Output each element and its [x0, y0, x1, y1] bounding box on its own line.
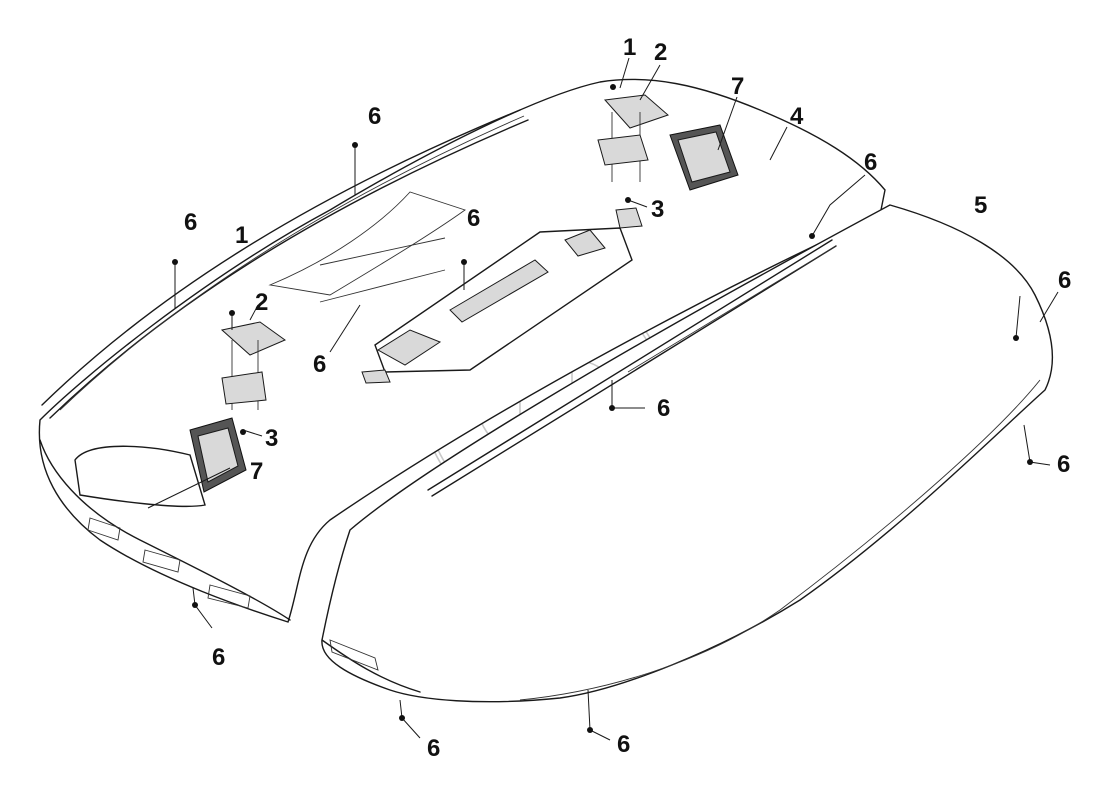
callout-2-left: 2	[255, 289, 268, 316]
callout-5: 5	[974, 192, 987, 219]
callout-6-mid-left: 6	[313, 351, 326, 378]
callout-1-left: 1	[235, 222, 248, 249]
callout-6-bottom-center: 6	[617, 731, 630, 758]
left-ceiling-panel	[38, 78, 886, 623]
callout-6-left: 6	[184, 209, 197, 236]
callout-6-topleft: 6	[368, 103, 381, 130]
callout-7-left: 7	[250, 458, 263, 485]
callout-3-right: 3	[651, 196, 664, 223]
leader-lines	[147, 57, 1059, 741]
callout-1-right: 1	[623, 34, 636, 61]
callout-3-left: 3	[265, 425, 278, 452]
callout-6-topright: 6	[864, 149, 877, 176]
callout-6-mid-top: 6	[467, 205, 480, 232]
callout-4: 4	[790, 103, 804, 130]
callout-6-bottom-mid: 6	[427, 735, 440, 762]
callout-6-bottom-left: 6	[212, 644, 225, 671]
callout-6-center: 6	[657, 395, 670, 422]
callout-2-right: 2	[654, 39, 667, 66]
callout-6-bottomright: 6	[1057, 451, 1070, 478]
right-ceiling-panel	[321, 204, 1054, 703]
callout-6-farright: 6	[1058, 267, 1071, 294]
callout-7-right: 7	[731, 73, 744, 100]
